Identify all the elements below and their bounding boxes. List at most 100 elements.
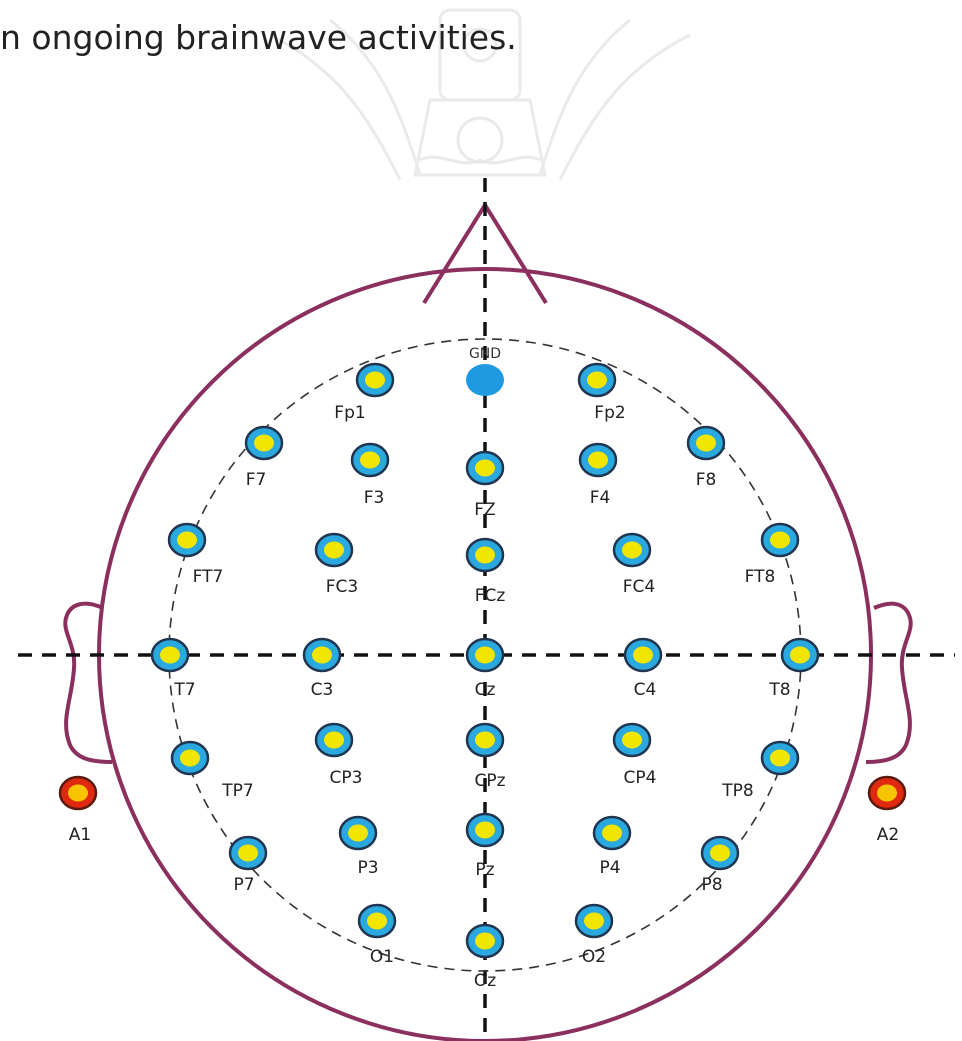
electrode-f8: F8 (686, 425, 726, 490)
electrode-o1-label: O1 (370, 947, 394, 967)
electrode-t7-core (160, 646, 180, 664)
university-crest-watermark-icon (269, 8, 691, 181)
electrode-t7: T7 (150, 637, 196, 700)
electrode-cpz-core (475, 731, 495, 749)
electrode-pz-label: Pz (475, 860, 494, 880)
electrode-tp7-label: TP7 (221, 781, 253, 801)
electrode-o2-core (584, 912, 604, 930)
electrode-f8-core (696, 434, 716, 452)
electrode-ft8: FT8 (745, 522, 800, 587)
electrode-f4-core (588, 451, 608, 469)
electrode-p7: P7 (228, 835, 268, 895)
electrode-f3-core (360, 451, 380, 469)
electrode-fcz-core (475, 546, 495, 564)
electrode-pz-core (475, 821, 495, 839)
electrode-tp8: TP8 (721, 740, 800, 801)
electrode-p3-label: P3 (357, 858, 378, 878)
electrode-ft8-core (770, 531, 790, 549)
electrode-ft8-label: FT8 (745, 567, 776, 587)
electrode-o1: O1 (357, 903, 397, 967)
electrode-f7: F7 (244, 425, 284, 490)
electrode-c3-core (312, 646, 332, 664)
electrode-c3: C3 (302, 637, 342, 700)
electrode-tp7: TP7 (170, 740, 254, 801)
electrode-ft7-label: FT7 (193, 567, 224, 587)
electrode-o2-label: O2 (582, 947, 606, 967)
electrode-fc3-core (324, 541, 344, 559)
electrode-p8-core (710, 844, 730, 862)
electrode-cz-core (475, 646, 495, 664)
electrode-p4-core (602, 824, 622, 842)
electrode-fz-label: FZ (474, 500, 495, 520)
reference-electrode-a1-core (68, 784, 88, 802)
left-ear (63, 601, 113, 764)
reference-electrode-a1-label: A1 (69, 825, 91, 845)
ground-electrode-label: GND (469, 346, 501, 362)
electrode-f4-label: F4 (590, 488, 611, 508)
electrode-p8-label: P8 (701, 875, 722, 895)
electrode-fcz-label: FCz (475, 586, 506, 606)
electrode-cp3-label: CP3 (330, 768, 363, 788)
electrode-f4: F4 (578, 442, 618, 508)
electrode-t8-label: T8 (768, 680, 790, 700)
electrode-fc4-label: FC4 (623, 577, 655, 597)
electrode-ft7-core (177, 531, 197, 549)
electrode-p4-label: P4 (599, 858, 620, 878)
electrode-t8-core (790, 646, 810, 664)
electrode-p4: P4 (592, 815, 632, 878)
electrode-cpz-label: CPz (474, 771, 505, 791)
caption-text: n ongoing brainwave activities. (0, 18, 517, 57)
electrode-cpz: CPz (465, 722, 506, 791)
electrode-tp8-label: TP8 (721, 781, 753, 801)
electrode-p3-core (348, 824, 368, 842)
electrode-t7-label: T7 (173, 680, 195, 700)
electrode-fp2: Fp2 (577, 362, 626, 423)
electrode-fc3-label: FC3 (326, 577, 358, 597)
ground-electrode (466, 364, 504, 396)
electrode-cp4-core (622, 731, 642, 749)
electrode-f8-label: F8 (696, 470, 717, 490)
electrode-f7-core (254, 434, 274, 452)
electrode-c4-label: C4 (634, 680, 657, 700)
electrode-fp1: Fp1 (334, 362, 395, 423)
electrode-f3: F3 (350, 442, 390, 508)
electrode-p7-core (238, 844, 258, 862)
electrode-fp2-core (587, 371, 607, 389)
electrode-fc4-core (622, 541, 642, 559)
electrode-fp2-label: Fp2 (594, 403, 625, 423)
electrode-cz: Cz (465, 637, 505, 700)
reference-electrode-a2-core (877, 784, 897, 802)
electrode-pz: Pz (465, 812, 505, 880)
electrode-cp3: CP3 (314, 722, 363, 788)
electrode-tp8-core (770, 749, 790, 767)
electrode-ft7: FT7 (167, 522, 224, 587)
electrode-c4-core (633, 646, 653, 664)
electrode-c4: C4 (623, 637, 663, 700)
electrode-fz: FZ (465, 450, 505, 520)
electrode-cp3-core (324, 731, 344, 749)
electrode-fp1-label: Fp1 (334, 403, 365, 423)
electrode-tp7-core (180, 749, 200, 767)
reference-electrode-a2: A2 (867, 775, 907, 845)
electrode-fc4: FC4 (612, 532, 655, 597)
electrode-oz-core (475, 932, 495, 950)
electrode-oz-label: Oz (474, 971, 496, 991)
electrode-f7-label: F7 (246, 470, 267, 490)
electrode-fc3: FC3 (314, 532, 358, 597)
electrode-f3-label: F3 (364, 488, 385, 508)
electrode-t8: T8 (768, 637, 820, 700)
electrode-p8: P8 (700, 835, 740, 895)
electrode-o1-core (367, 912, 387, 930)
reference-electrode-a1: A1 (58, 775, 98, 845)
electrode-p7-label: P7 (233, 875, 254, 895)
electrode-cp4-label: CP4 (624, 768, 657, 788)
electrode-o2: O2 (574, 903, 614, 967)
electrode-fp1-core (365, 371, 385, 389)
electrode-oz: Oz (465, 923, 505, 991)
right-ear (865, 601, 913, 764)
electrode-p3: P3 (338, 815, 379, 878)
electrode-cz-label: Cz (475, 680, 496, 700)
electrode-fcz: FCz (465, 537, 506, 606)
electrode-c3-label: C3 (311, 680, 334, 700)
